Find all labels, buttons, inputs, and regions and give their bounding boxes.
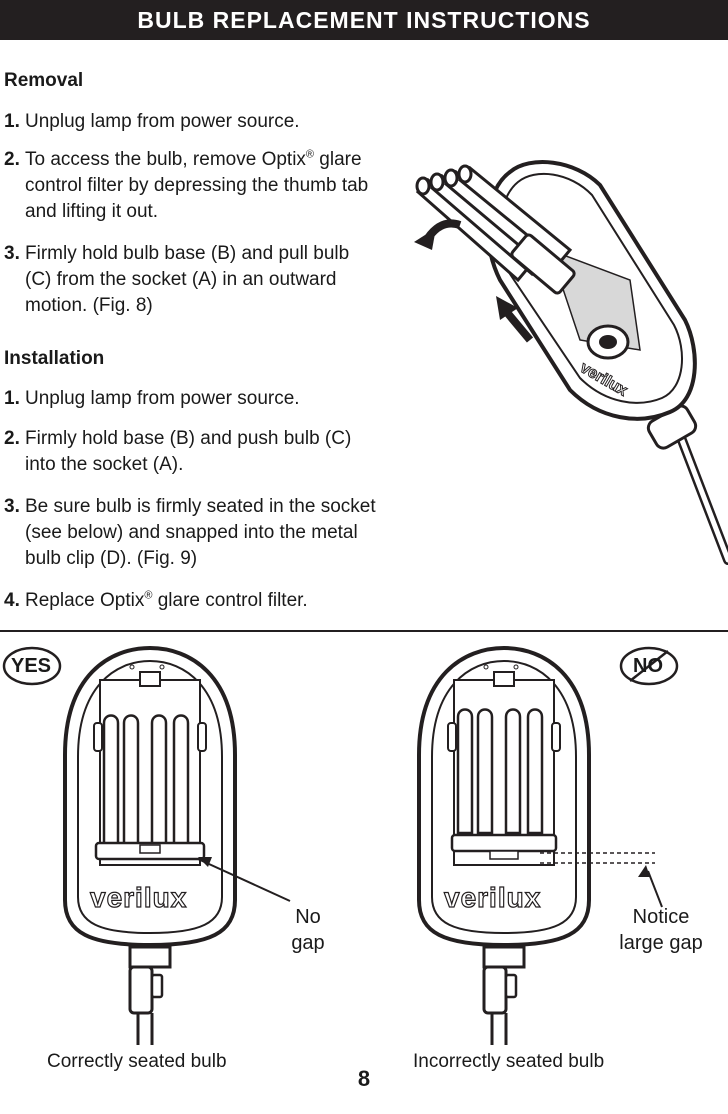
step-text-part: To access the bulb, remove Optix xyxy=(25,149,306,170)
installation-step-1: 1. Unplug lamp from power source. xyxy=(4,386,394,412)
registered-mark: ® xyxy=(144,589,153,602)
removal-heading: Removal xyxy=(4,70,84,91)
removal-step-1: 1. Unplug lamp from power source. xyxy=(4,109,394,135)
note-line: No xyxy=(295,906,321,928)
bulb-removal-illustration: verilux xyxy=(414,160,728,565)
step-text: Firmly hold base (B) and push bulb (C) i… xyxy=(25,428,352,475)
no-badge xyxy=(619,646,679,686)
section-divider xyxy=(0,630,728,632)
no-gap-note: No gap xyxy=(283,904,333,956)
brand-logo: verilux xyxy=(444,882,541,913)
registered-mark: ® xyxy=(305,148,315,161)
step-number: 1. xyxy=(4,388,20,409)
step-text-part: glare control filter. xyxy=(152,590,308,611)
step-text: To access the bulb, remove Optix® glare … xyxy=(25,147,394,225)
step-number: 3. xyxy=(4,496,20,517)
no-label: NO xyxy=(633,655,663,677)
page-title-banner: BULB REPLACEMENT INSTRUCTIONS xyxy=(0,0,728,40)
step-text-part: glare control filter by depressing the t… xyxy=(25,149,369,222)
step-number: 2. xyxy=(4,428,20,449)
step-number: 3. xyxy=(4,243,20,264)
incorrect-bulb-illustration: verilux xyxy=(417,645,591,1045)
step-text-part: Replace Optix xyxy=(25,590,145,611)
step-number: 1. xyxy=(4,111,20,132)
step-text: Be sure bulb is firmly seated in the soc… xyxy=(25,496,376,569)
correct-bulb-illustration: verilux xyxy=(63,645,291,1045)
installation-step-2: 2. Firmly hold base (B) and push bulb (C… xyxy=(4,426,394,478)
installation-step-3: 3. Be sure bulb is firmly seated in the … xyxy=(4,494,394,572)
page-number: 8 xyxy=(357,1066,371,1091)
step-text: Replace Optix® glare control filter. xyxy=(25,588,394,614)
brand-logo: verilux xyxy=(90,882,187,913)
removal-step-2: 2. To access the bulb, remove Optix® gla… xyxy=(4,147,394,225)
step-number: 4. xyxy=(4,590,20,611)
step-text: Unplug lamp from power source. xyxy=(25,388,300,409)
yes-badge xyxy=(2,646,62,686)
installation-heading: Installation xyxy=(4,348,105,369)
large-gap-note: Notice large gap xyxy=(605,904,717,956)
step-text: Unplug lamp from power source. xyxy=(25,111,300,132)
note-line: gap xyxy=(291,932,325,954)
correct-caption: Correctly seated bulb xyxy=(47,1051,227,1072)
note-line: Notice xyxy=(632,906,690,928)
gap-indicator xyxy=(540,852,663,908)
incorrect-caption: Incorrectly seated bulb xyxy=(413,1051,605,1072)
step-text: Firmly hold bulb base (B) and pull bulb … xyxy=(25,243,350,316)
yes-label: YES xyxy=(11,655,52,677)
removal-step-3: 3. Firmly hold bulb base (B) and pull bu… xyxy=(4,241,394,319)
note-line: large gap xyxy=(619,932,703,954)
step-number: 2. xyxy=(4,149,20,170)
installation-step-4: 4. Replace Optix® glare control filter. xyxy=(4,588,394,614)
